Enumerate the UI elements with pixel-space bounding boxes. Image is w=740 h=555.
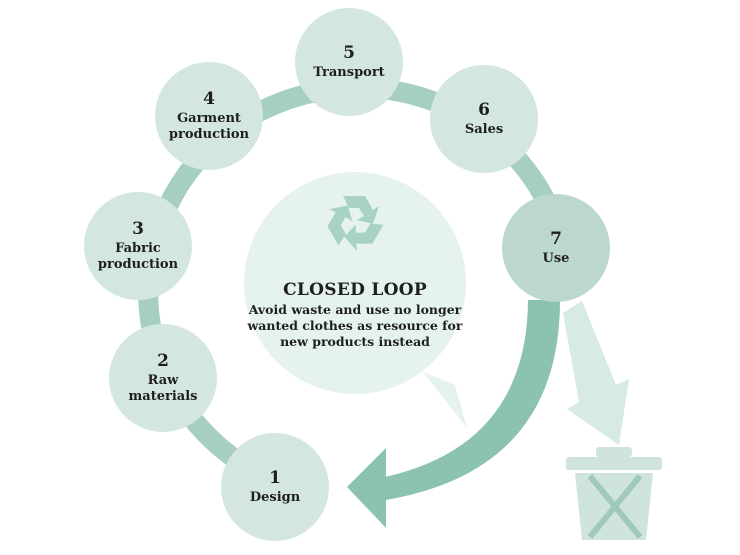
step-number: 3 <box>132 219 144 239</box>
step-number: 5 <box>343 43 355 63</box>
step-label: Use <box>542 251 570 266</box>
step-number: 4 <box>203 89 215 109</box>
step-label: Design <box>249 490 301 505</box>
step-label: Raw materials <box>128 373 198 404</box>
center-bubble-tail <box>423 372 467 428</box>
disposal-arrow <box>563 301 629 445</box>
step-label: Sales <box>464 122 504 137</box>
center-bubble <box>244 172 466 394</box>
step-garment-production: 4 Garment production <box>155 62 263 170</box>
step-number: 1 <box>269 468 281 488</box>
step-transport: 5 Transport <box>295 8 403 116</box>
recycle-icon <box>327 196 384 251</box>
step-design: 1 Design <box>221 433 329 541</box>
crossed-out-trash-bin-icon <box>566 447 662 540</box>
step-sales: 6 Sales <box>430 65 538 173</box>
return-arrow-body <box>385 300 560 500</box>
center-callout: CLOSED LOOP Avoid waste and use no longe… <box>237 172 473 388</box>
center-description: Avoid waste and use no longer wanted clo… <box>247 302 463 349</box>
step-number: 6 <box>478 100 490 120</box>
step-raw-materials: 2 Raw materials <box>109 324 217 432</box>
step-fabric-production: 3 Fabric production <box>84 192 192 300</box>
step-number: 2 <box>157 351 169 371</box>
return-arrow-head <box>347 448 386 528</box>
step-use: 7 Use <box>502 194 610 302</box>
step-label: Fabric production <box>97 241 179 272</box>
center-title: CLOSED LOOP <box>283 280 427 300</box>
step-label: Garment production <box>168 111 250 142</box>
step-label: Transport <box>313 65 385 80</box>
step-number: 7 <box>550 229 562 249</box>
